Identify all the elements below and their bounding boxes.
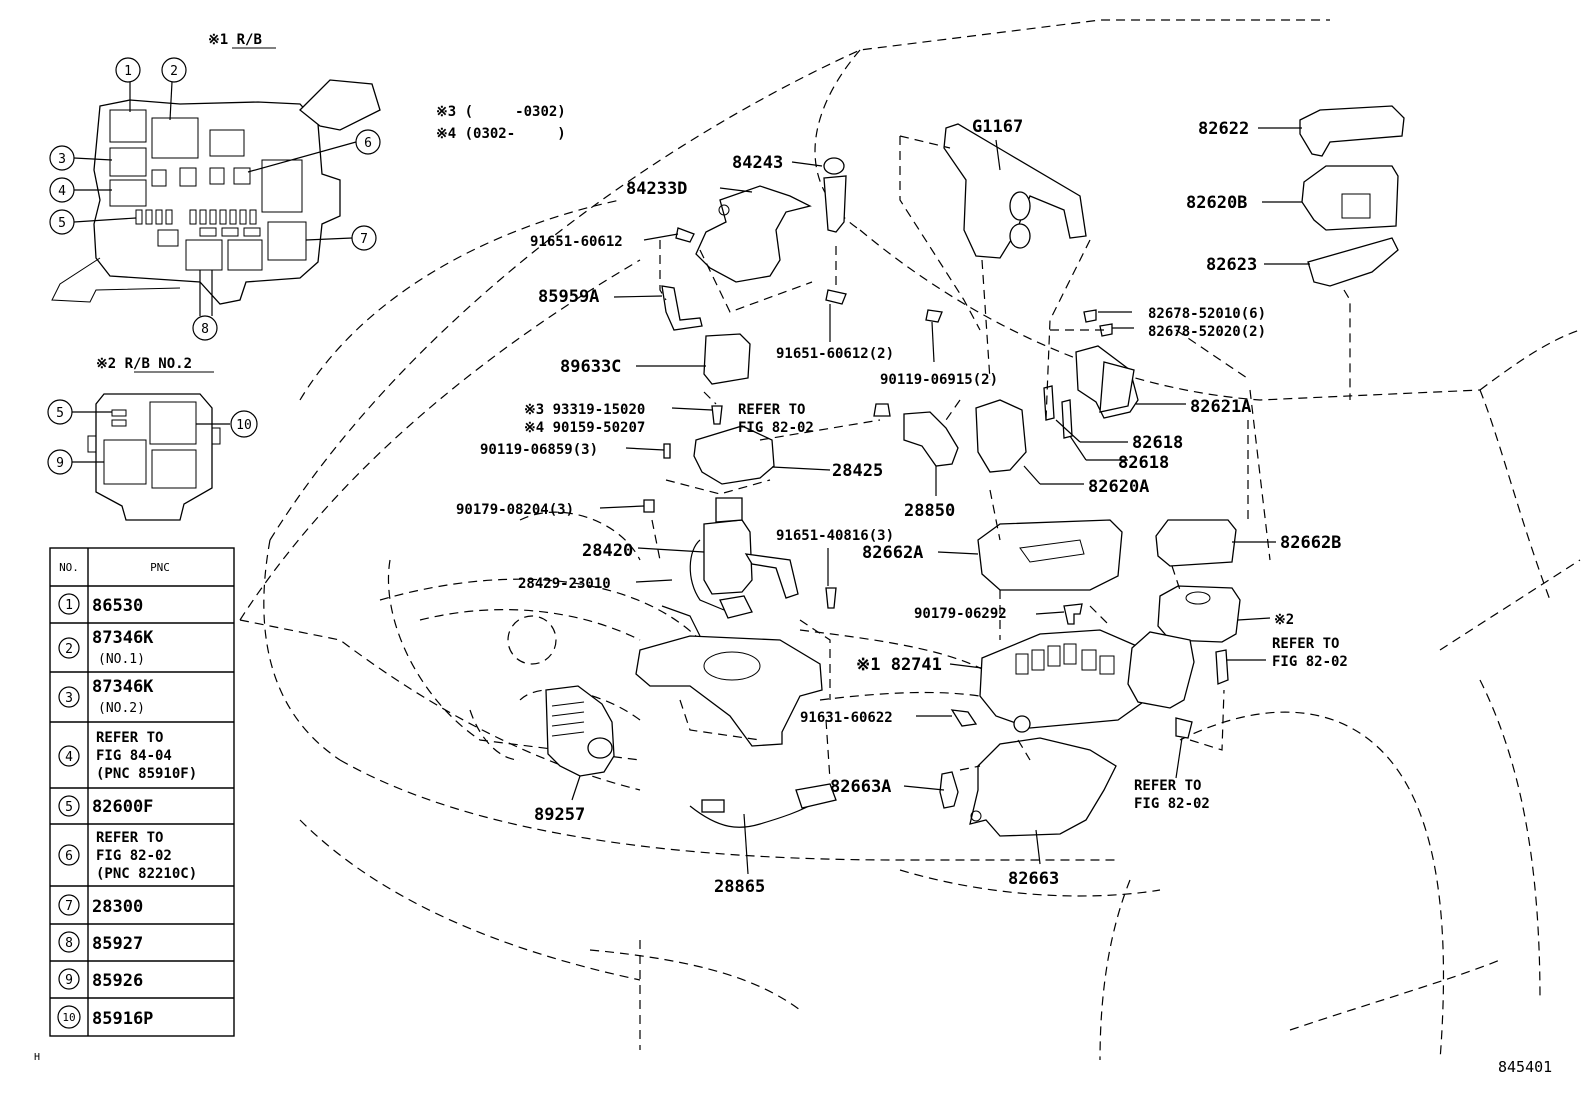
label-28865: 28865: [714, 877, 765, 897]
relay-block-1-title: ※1 R/B: [208, 32, 262, 48]
label-rb2-mark: ※2: [1274, 612, 1294, 628]
label-93319-15020: ※3 93319-15020: [524, 402, 645, 418]
label-91651-40816: 91651-40816(3): [776, 528, 894, 544]
table-header-no: NO.: [59, 561, 79, 574]
callout-8: 8: [201, 322, 209, 337]
label-84243: 84243: [732, 153, 783, 173]
part-labels: 84243 84233D 91651-60612 85959A 91651-60…: [456, 117, 1348, 897]
callout-7: 7: [360, 232, 368, 247]
table-row-pnc: 82600F: [92, 797, 153, 817]
label-82678-52020: 82678-52020(2): [1148, 324, 1266, 340]
callout-rb2-5: 5: [56, 406, 64, 421]
table-row-pnc: 86530: [92, 596, 143, 616]
table-row-pnc: 87346K: [92, 628, 154, 648]
label-82741: ※1 82741: [856, 655, 942, 675]
table-row-no: 1: [65, 598, 73, 613]
table-row-pnc-line2: FIG 84-04: [96, 748, 172, 764]
relay-block-1: ※1 R/B: [51, 32, 381, 305]
guide-lines: [651, 135, 1351, 781]
table-row-pnc-note: (NO.1): [98, 652, 145, 667]
label-90179-06292: 90179-06292: [914, 606, 1007, 622]
callout-rb2-10: 10: [236, 418, 252, 433]
label-91631-60622: 91631-60622: [800, 710, 893, 726]
table-header-pnc: PNC: [150, 561, 170, 574]
table-row-no: 4: [65, 750, 73, 765]
label-28429-23010: 28429-23010: [518, 576, 611, 592]
label-82662b: 82662B: [1280, 533, 1341, 553]
label-85959a: 85959A: [538, 287, 599, 307]
refer-to-label: REFER TO: [1134, 778, 1201, 794]
label-84233d: 84233D: [626, 179, 687, 199]
table-row-pnc: 85927: [92, 934, 143, 954]
label-82621a: 82621A: [1190, 397, 1251, 417]
table-row-pnc-line2: FIG 82-02: [96, 848, 172, 864]
table-row-pnc: REFER TO: [96, 830, 163, 846]
diagram-id: 845401: [1498, 1058, 1552, 1076]
relay-block-1-callouts: 1 2 3 4 5 6 7 8: [49, 57, 381, 341]
label-82620a: 82620A: [1088, 477, 1149, 497]
refer-fig-label: FIG 82-02: [738, 420, 814, 436]
label-82678-52010: 82678-52010(6): [1148, 306, 1266, 322]
table-row-pnc: 85926: [92, 971, 143, 991]
relay-block-2: ※2 R/B NO.2 5 9 10: [47, 356, 258, 521]
corner-mark: H: [34, 1052, 40, 1063]
table-row-pnc-line3: (PNC 85910F): [96, 766, 197, 782]
label-82662a: 82662A: [862, 543, 923, 563]
callout-1: 1: [124, 64, 132, 79]
note-3: ※3 ( -0302): [436, 104, 566, 120]
label-91651-60612: 91651-60612: [530, 234, 623, 250]
label-90119-06859: 90119-06859(3): [480, 442, 598, 458]
label-90119-06915: 90119-06915(2): [880, 372, 998, 388]
table-row-no: 5: [65, 800, 73, 815]
callout-6: 6: [364, 136, 372, 151]
pnc-table: NO. PNC 1 86530 2 87346K (NO.1) 3 87346K…: [49, 547, 235, 1037]
label-91651-60612-2: 91651-60612(2): [776, 346, 894, 362]
label-89633c: 89633C: [560, 357, 621, 377]
leader-lines: [571, 127, 1310, 875]
note-4: ※4 (0302- ): [436, 126, 566, 142]
table-row-pnc: 28300: [92, 897, 143, 917]
table-row-pnc: REFER TO: [96, 730, 163, 746]
table-row-pnc: 85916P: [92, 1009, 153, 1029]
table-row-no: 8: [65, 936, 73, 951]
table-row-no: 2: [65, 642, 73, 657]
refer-fig-label: FIG 82-02: [1272, 654, 1348, 670]
label-90159-50207: ※4 90159-50207: [524, 420, 645, 436]
label-82663a: 82663A: [830, 777, 891, 797]
table-row-no: 6: [65, 849, 73, 864]
table-row-pnc-note: (NO.2): [98, 701, 145, 716]
callout-2: 2: [170, 64, 178, 79]
part-drawings: [545, 105, 1405, 837]
refer-fig-label: FIG 82-02: [1134, 796, 1210, 812]
label-82618: 82618: [1118, 453, 1169, 473]
label-28850: 28850: [904, 501, 955, 521]
label-g1167: G1167: [972, 117, 1023, 137]
table-row-pnc: 87346K: [92, 677, 154, 697]
refer-to-label: REFER TO: [1272, 636, 1339, 652]
callout-rb2-9: 9: [56, 456, 64, 471]
label-82622: 82622: [1198, 119, 1249, 139]
refer-to-label: REFER TO: [738, 402, 805, 418]
table-row-pnc-line3: (PNC 82210C): [96, 866, 197, 882]
label-82618: 82618: [1132, 433, 1183, 453]
relay-block-2-title: ※2 R/B NO.2: [96, 356, 192, 372]
label-82663: 82663: [1008, 869, 1059, 889]
table-row-no: 7: [65, 899, 73, 914]
callout-4: 4: [58, 184, 66, 199]
label-89257: 89257: [534, 805, 585, 825]
label-82620b: 82620B: [1186, 193, 1247, 213]
table-row-no: 10: [62, 1011, 75, 1024]
callout-3: 3: [58, 152, 66, 167]
label-28425: 28425: [832, 461, 883, 481]
table-row-no: 3: [65, 691, 73, 706]
label-28420: 28420: [582, 541, 633, 561]
label-82623: 82623: [1206, 255, 1257, 275]
table-row-no: 9: [65, 973, 73, 988]
label-90179-08204: 90179-08204(3): [456, 502, 574, 518]
callout-5: 5: [58, 216, 66, 231]
